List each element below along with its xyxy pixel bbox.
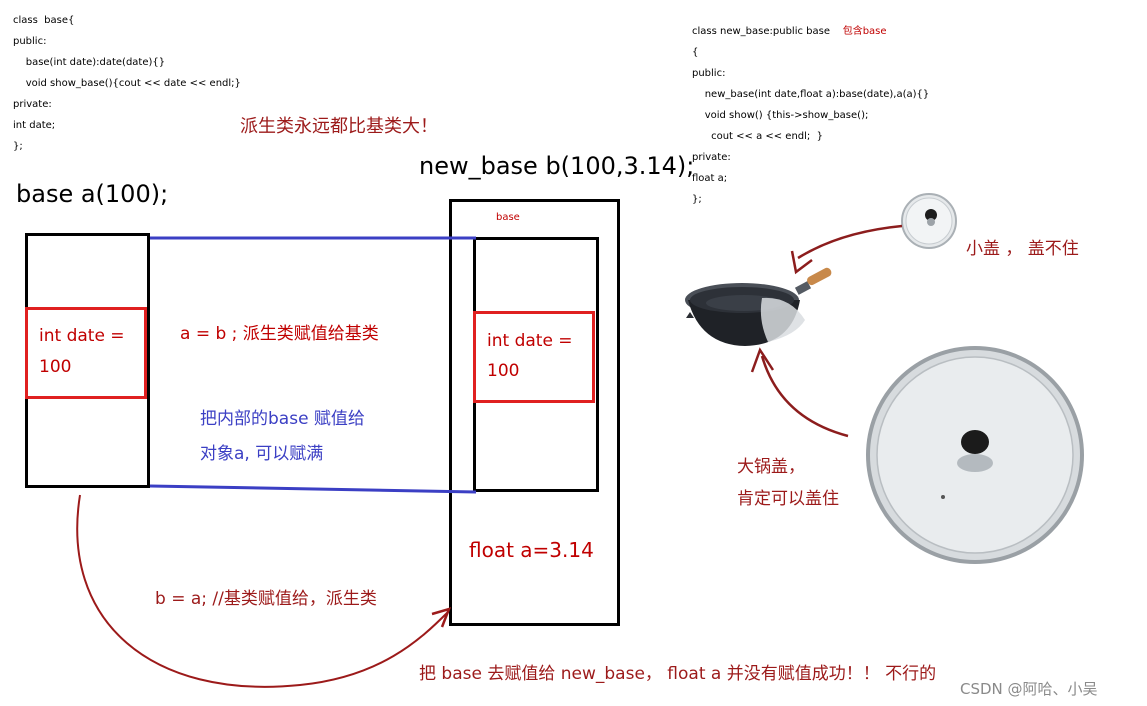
code-line: { xyxy=(692,47,699,58)
big-lid-arrow xyxy=(760,355,849,438)
decl-object-b: new_base b(100,3.14); xyxy=(419,152,695,180)
small-lid-arrow xyxy=(797,224,903,260)
object-b-box xyxy=(449,199,620,626)
derived-bigger-note: 派生类永远都比基类大！ xyxy=(240,116,438,137)
fail-note: 把 base 去赋值给 new_base， float a 并没有赋值成功！！ … xyxy=(419,664,937,684)
explain-line-2: 对象a, 可以赋满 xyxy=(200,444,324,464)
explain-line-1: 把内部的base 赋值给 xyxy=(200,409,365,429)
big-lid-note-1: 大锅盖， xyxy=(737,457,805,477)
object-a-date-value: 100 xyxy=(39,357,72,377)
object-b-float-label: float a=3.14 xyxy=(469,538,594,562)
code-line: private: xyxy=(692,152,731,163)
code-line: }; xyxy=(692,194,702,205)
assign-arrow-head xyxy=(431,607,452,628)
object-b-date-value: 100 xyxy=(487,361,520,381)
code-line: cout << a << endl; } xyxy=(692,131,824,142)
code-line: private: xyxy=(13,99,52,110)
assign-a-equals-b: a = b ; 派生类赋值给基类 xyxy=(180,324,379,344)
large-lid-image xyxy=(866,346,1084,564)
object-b-date-label: int date = xyxy=(487,331,573,351)
assign-b-equals-a: b = a; //基类赋值给，派生类 xyxy=(155,589,377,609)
object-a-date-label: int date = xyxy=(39,326,125,346)
code-line: void show() {this->show_base(); xyxy=(692,110,869,121)
wok-pan-image xyxy=(685,267,832,346)
code-line: }; xyxy=(13,141,23,152)
code-line: float a; xyxy=(692,173,728,184)
decl-object-a: base a(100); xyxy=(16,180,169,208)
code-line: int date; xyxy=(13,120,56,131)
inner-base-label: base xyxy=(496,212,520,223)
code-line: class base{ xyxy=(13,15,75,26)
contains-base-annotation: 包含base xyxy=(842,26,887,37)
code-base: class base{ public: base(int date):date(… xyxy=(13,10,241,157)
code-line-text: class new_base:public base xyxy=(692,26,830,37)
small-lid-arrow-head xyxy=(790,250,813,275)
code-line: public: xyxy=(13,36,47,47)
code-new-base: class new_base:public base 包含base { publ… xyxy=(692,21,929,210)
object-b-date-box xyxy=(473,311,595,403)
code-line: new_base(int date,float a):base(date),a(… xyxy=(692,89,930,100)
code-line: void show_base(){cout << date << endl;} xyxy=(13,78,241,89)
code-line: class new_base:public base 包含base xyxy=(692,21,929,42)
code-line: base(int date):date(date){} xyxy=(13,57,166,68)
big-lid-note-2: 肯定可以盖住 xyxy=(737,489,839,509)
big-lid-arrow-head xyxy=(750,347,775,373)
connector-bottom-line xyxy=(149,484,477,494)
small-lid-note: 小盖 ， 盖不住 xyxy=(966,239,1079,259)
assign-arrow-curve xyxy=(76,494,449,688)
watermark: CSDN @阿哈、小吴 xyxy=(960,680,1098,698)
object-a-date-box xyxy=(25,307,147,399)
small-lid-image xyxy=(901,193,957,249)
code-line: public: xyxy=(692,68,726,79)
